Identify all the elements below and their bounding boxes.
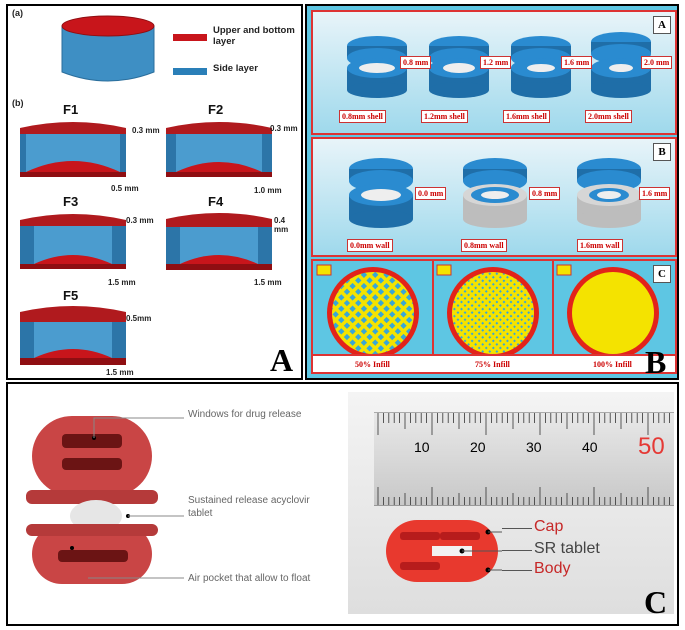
subfigure-a-label: (a): [12, 8, 23, 18]
f3-label: F3: [63, 194, 79, 209]
row-a-caption-3: 2.0mm shell: [585, 110, 632, 123]
panel-a: (a) Upper and bottom layer Side layer (b…: [6, 4, 303, 380]
photo-label-sr-tablet: SR tablet: [534, 540, 600, 557]
legend-swatch-upper-bottom: [173, 34, 207, 41]
photo-label-body: Body: [534, 560, 571, 577]
row-a-caption-0: 0.8mm shell: [339, 110, 386, 123]
f1-top-dim: 0.3 mm: [132, 126, 160, 135]
panel-a-letter: A: [270, 342, 294, 378]
row-a-dim-2: 1.6 mm: [561, 56, 593, 69]
f1-cross-section: [20, 122, 126, 177]
panel-c-letter: C: [644, 584, 668, 620]
annotation-tablet: Sustained release acyclovir tablet: [188, 495, 310, 519]
f4-cross-section: [166, 213, 272, 270]
f3-side-dim: 1.5 mm: [108, 278, 136, 287]
ruler-tick-30: 30: [526, 439, 542, 455]
ruler-tick-10: 10: [414, 439, 430, 455]
subfigure-b-label: (b): [12, 98, 24, 108]
f4-side-dim: 1.5 mm: [254, 278, 282, 287]
panel-b-row-c: C 50% Infill 75% Infill 100% Infill: [311, 259, 677, 374]
f2-side-dim: 1.0 mm: [254, 186, 282, 195]
panel-b: A 0.8 mm 1.2 mm 1.6 mm 2.0 mm 0.8mm shel…: [305, 4, 679, 380]
row-b-dim-1: 0.8 mm: [529, 187, 561, 200]
ruler-tick-40: 40: [582, 439, 598, 455]
cap-leader: [502, 528, 532, 529]
row-c-caption-1: 75% Infill: [473, 359, 512, 370]
capsule-photo: [386, 520, 502, 582]
f5-side-dim: 1.5 mm: [106, 368, 134, 377]
ruler-ticks: [377, 413, 671, 505]
row-b-dim-2: 1.6 mm: [639, 187, 671, 200]
f2-top-dim: 0.3 mm: [270, 124, 298, 133]
cylinder-illustration: [61, 15, 155, 82]
ruler: 10 20 30 40 50: [374, 412, 674, 506]
row-a-caption-2: 1.6mm shell: [503, 110, 550, 123]
row-b-caption-2: 1.6mm wall: [577, 239, 623, 252]
row-a-tag: A: [653, 16, 671, 34]
row-a-dim-0: 0.8 mm: [400, 56, 432, 69]
row-a-caption-1: 1.2mm shell: [421, 110, 468, 123]
f5-label: F5: [63, 288, 79, 303]
panel-b-letter: B: [645, 344, 667, 380]
ruler-tick-20: 20: [470, 439, 486, 455]
body-leader: [502, 570, 532, 571]
panel-b-row-a: A 0.8 mm 1.2 mm 1.6 mm 2.0 mm 0.8mm shel…: [311, 10, 677, 135]
f4-top-dim: 0.4 mm: [274, 216, 289, 234]
f4-label: F4: [208, 194, 224, 209]
row-a-dim-1: 1.2 mm: [480, 56, 512, 69]
capsule-render: [26, 416, 158, 584]
row-b-tag: B: [653, 143, 671, 161]
legend-label-side: Side layer: [213, 63, 258, 74]
f2-cross-section: [166, 122, 272, 177]
f3-cross-section: [20, 214, 126, 269]
legend-swatch-side: [173, 68, 207, 75]
photo-label-cap: Cap: [534, 518, 564, 535]
annotation-windows: Windows for drug release: [188, 409, 302, 420]
panel-b-row-b: B 0.0 mm 0.8 mm 1.6 mm 0.0mm wall 0.8mm …: [311, 137, 677, 257]
f5-top-dim: 0.5mm: [126, 314, 152, 323]
row-c-tag: C: [653, 265, 671, 283]
infill-patterns: [316, 261, 659, 359]
shell-models: [347, 32, 651, 98]
photo-background: 10 20 30 40 50 Cap SR tablet Body: [348, 392, 674, 614]
annotation-air-pocket: Air pocket that allow to float: [188, 573, 311, 584]
f1-label: F1: [63, 102, 79, 117]
wall-models: [349, 158, 641, 228]
row-b-caption-0: 0.0mm wall: [347, 239, 393, 252]
annotation-lines: [88, 417, 184, 579]
f3-top-dim: 0.3 mm: [126, 216, 154, 225]
row-c-caption-2: 100% Infill: [591, 359, 634, 370]
f1-side-dim: 0.5 mm: [111, 184, 139, 193]
row-a-dim-3: 2.0 mm: [641, 56, 673, 69]
row-b-dim-0: 0.0 mm: [415, 187, 447, 200]
tablet-leader: [502, 550, 532, 551]
row-c-caption-0: 50% Infill: [353, 359, 392, 370]
f5-cross-section: [20, 306, 126, 365]
f2-label: F2: [208, 102, 224, 117]
legend-label-upper-bottom: Upper and bottom layer: [213, 25, 295, 47]
row-b-caption-1: 0.8mm wall: [461, 239, 507, 252]
panel-c: Windows for drug release Sustained relea…: [6, 382, 679, 626]
ruler-tick-50: 50: [638, 433, 665, 460]
